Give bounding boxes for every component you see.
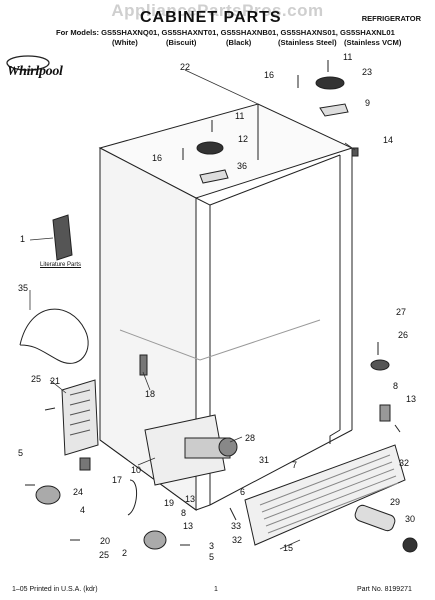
category-label: REFRIGERATOR: [361, 14, 421, 23]
literature-parts-label: Literature Parts: [40, 262, 82, 268]
color-black: (Black): [226, 38, 252, 47]
callout-11a: 11: [343, 52, 353, 62]
callout-31: 31: [259, 455, 270, 465]
callout-18: 18: [145, 389, 156, 399]
callout-13b: 13: [185, 494, 196, 504]
callout-10: 10: [131, 465, 142, 475]
callout-27: 27: [396, 307, 407, 317]
callout-1: 1: [20, 234, 26, 244]
footer-page: 1: [214, 586, 218, 593]
callout-12: 12: [238, 134, 249, 144]
callout-28: 28: [245, 433, 256, 443]
callout-32b: 32: [232, 535, 243, 545]
color-line: (White) (Biscuit) (Black) (Stainless Steel)…: [112, 38, 401, 48]
color-biscuit: (Biscuit): [166, 38, 197, 47]
callout-15: 15: [283, 543, 294, 553]
callout-23: 23: [362, 67, 373, 77]
callout-6: 6: [240, 487, 246, 497]
literature-book: [52, 214, 73, 261]
callout-9: 9: [365, 98, 371, 108]
callout-5b: 5: [209, 552, 215, 562]
callout-29: 29: [390, 497, 401, 507]
color-white: (White): [112, 38, 138, 47]
callout-24: 24: [73, 487, 84, 497]
callout-16b: 16: [152, 153, 163, 163]
callout-4: 4: [80, 505, 86, 515]
callout-25a: 25: [31, 374, 42, 384]
callout-22: 22: [180, 62, 191, 72]
watermark: AppliancePartsPros.com: [111, 1, 324, 20]
callout-26: 26: [398, 330, 409, 340]
callout-32a: 32: [399, 458, 410, 468]
footer-printed: 1–05 Printed in U.S.A. (kdr): [12, 586, 98, 593]
callout-36: 36: [237, 161, 248, 171]
callout-16a: 16: [264, 70, 275, 80]
models-line: For Models: GS5SHAXNQ01, GS5SHAXNT01, GS…: [56, 28, 395, 37]
callout-8a: 8: [393, 381, 399, 391]
callout-30: 30: [405, 514, 416, 524]
callout-33: 33: [231, 521, 242, 531]
callout-17: 17: [112, 475, 123, 485]
callout-20: 20: [100, 536, 111, 546]
callout-7: 7: [292, 460, 298, 470]
callout-19: 19: [164, 498, 175, 508]
callout-11b: 11: [235, 111, 245, 121]
callout-3: 3: [209, 541, 215, 551]
callout-8b: 8: [181, 508, 187, 518]
callout-25b: 25: [99, 550, 110, 560]
hinge-cap-middle: [196, 141, 224, 155]
rear-panel: [61, 379, 99, 456]
page-title: CABINET PARTS: [140, 9, 282, 26]
base-grille: [244, 444, 406, 546]
brand-logo: Whirlpool: [7, 64, 63, 79]
color-stainless-vcm: (Stainless VCM): [344, 38, 402, 47]
color-stainless-steel: (Stainless Steel): [278, 38, 337, 47]
callout-5: 5: [18, 448, 24, 458]
water-filter: [354, 504, 396, 532]
callout-2: 2: [122, 548, 128, 558]
power-cord: [19, 308, 89, 364]
callout-35: 35: [18, 283, 29, 293]
callout-13c: 13: [183, 521, 194, 531]
hinge-cap-right: [315, 76, 345, 90]
callout-14: 14: [383, 135, 394, 145]
callout-21: 21: [50, 376, 61, 386]
callout-13a: 13: [406, 394, 417, 404]
footer-part-no: Part No. 8199271: [357, 586, 412, 593]
